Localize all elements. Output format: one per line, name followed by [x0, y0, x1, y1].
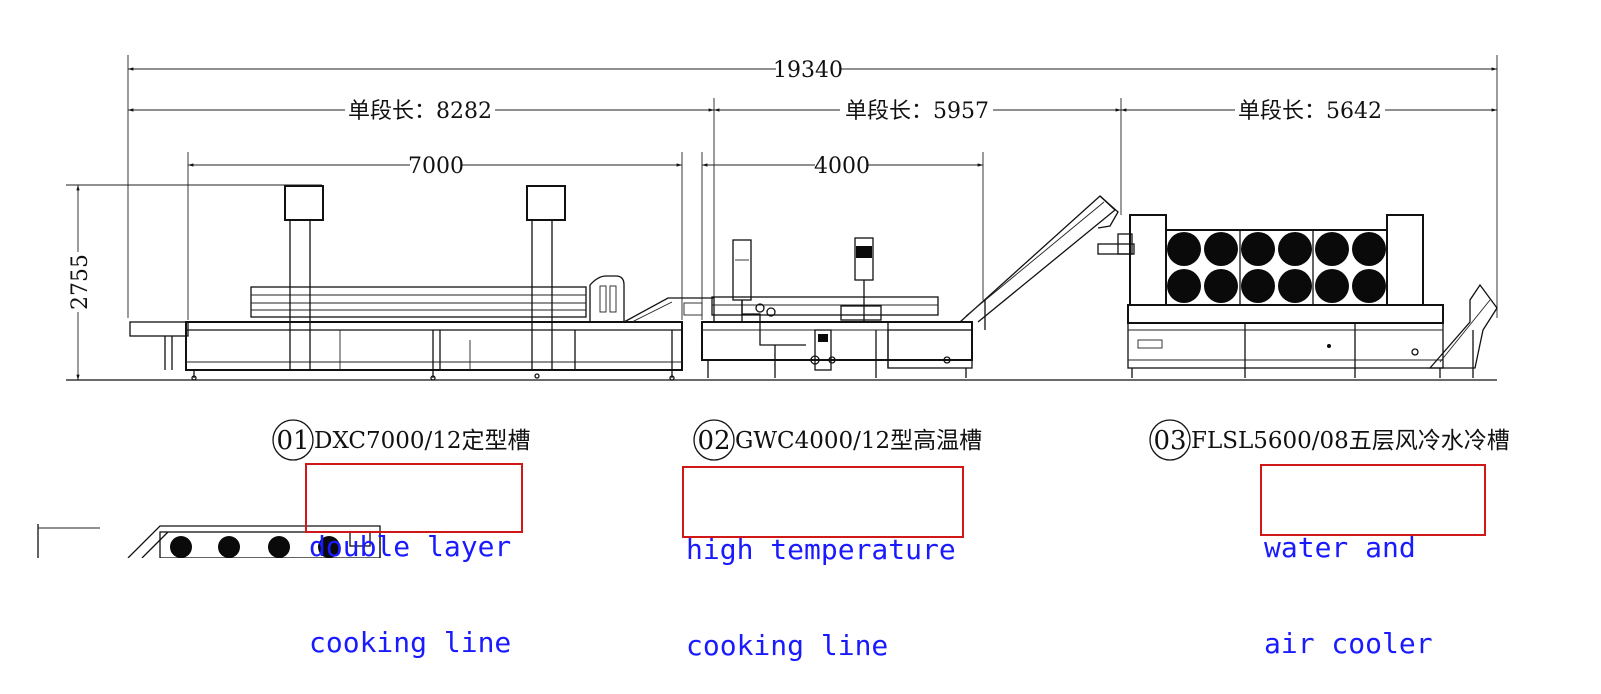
machine-01-drawing	[129, 185, 715, 381]
equipment-layout-drawing: 19340 单段长：8282 单段长：5957 单段长：5642 7000 40…	[37, 55, 1510, 558]
dimension-inner-2-label: 4000	[814, 154, 870, 179]
model-name-03: FLSL5600/08五层风冷水冷槽	[1191, 428, 1510, 454]
dimension-inner-2: 4000	[701, 152, 984, 320]
english-label-03: water and air cooler	[1260, 464, 1486, 660]
fan-array	[1167, 232, 1386, 303]
dimension-height-label: 2755	[68, 254, 93, 310]
partial-machine-drawing	[37, 524, 381, 558]
dimension-total-label: 19340	[773, 58, 843, 83]
english-label-03-line-1: water and	[1264, 531, 1416, 564]
dimension-segment-3-label: 单段长：5642	[1238, 99, 1382, 124]
english-label-03-line-2: air cooler	[1264, 627, 1433, 660]
machine-02-drawing	[701, 195, 1119, 378]
dimension-segment-3: 单段长：5642	[1121, 99, 1497, 124]
english-label-02-line-2: cooking line	[686, 629, 889, 662]
model-label-02: 02 GWC4000/12型高温槽	[693, 419, 982, 461]
dimension-segment-2: 单段长：5957	[714, 98, 1122, 215]
dimension-inner-1: 7000	[187, 152, 683, 320]
model-label-03: 03 FLSL5600/08五层风冷水冷槽	[1149, 419, 1510, 461]
english-label-01-line-2: cooking line	[309, 626, 512, 659]
dimension-inner-1-label: 7000	[408, 154, 464, 179]
dimension-total: 19340	[127, 55, 1498, 318]
model-number-03: 03	[1153, 426, 1186, 456]
model-name-02: GWC4000/12型高温槽	[735, 428, 982, 454]
model-number-01: 01	[276, 426, 309, 456]
english-label-02-line-1: high temperature	[686, 533, 956, 566]
dimension-segment-1: 单段长：8282	[127, 98, 715, 322]
english-label-02: high temperature cooking line	[682, 466, 964, 662]
dimension-segment-1-label: 单段长：8282	[348, 99, 492, 124]
model-label-01: 01 DXC7000/12定型槽	[272, 419, 531, 461]
english-label-01-line-1: double layer	[309, 530, 512, 563]
model-number-02: 02	[697, 426, 730, 456]
machine-03-drawing	[1097, 214, 1498, 378]
model-name-01: DXC7000/12定型槽	[314, 428, 531, 454]
dimension-segment-2-label: 单段长：5957	[845, 99, 989, 124]
english-label-01: double layer cooking line	[305, 463, 523, 659]
